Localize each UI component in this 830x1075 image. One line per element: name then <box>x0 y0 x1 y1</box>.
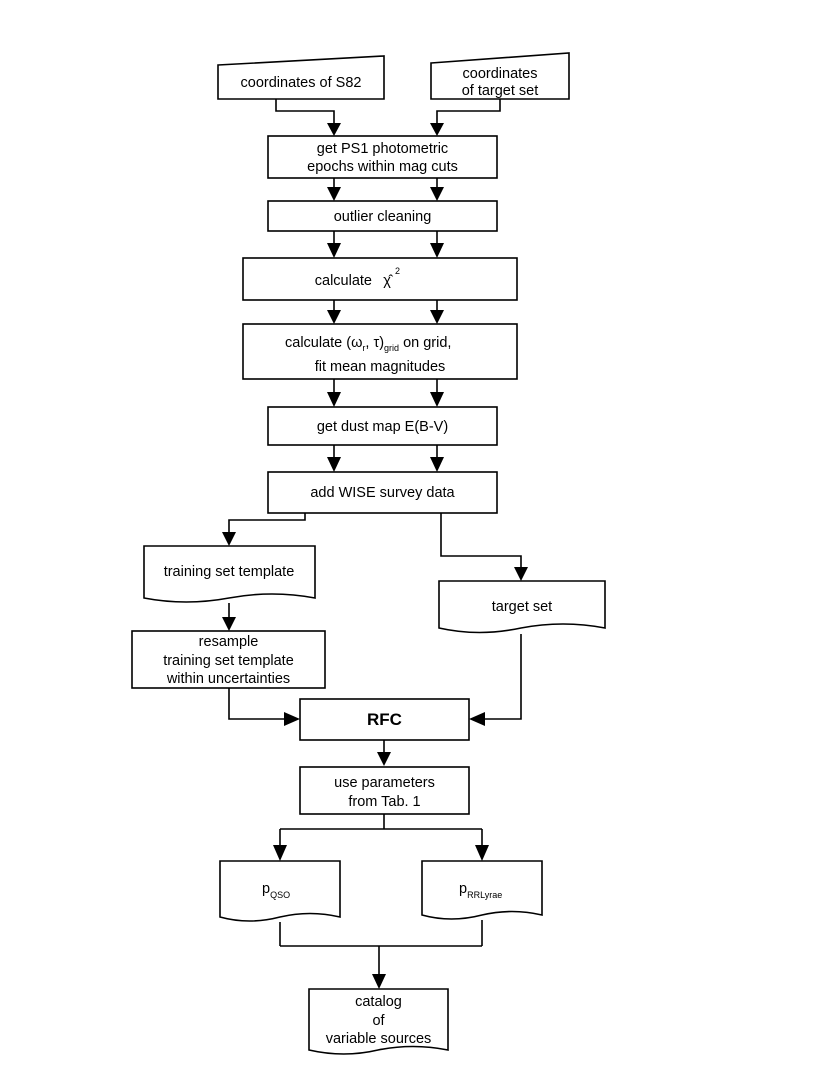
connector-rfc-to-params <box>377 740 391 766</box>
document-p-rrlyrae: pRRLyrae <box>421 860 543 920</box>
process-params-label-line1: use parameters <box>334 775 435 791</box>
input-coordinates-target-label-line1: coordinates <box>463 66 538 82</box>
document-training-set-template: training set template <box>143 545 316 603</box>
omega-suffix: on grid, <box>399 335 451 351</box>
process-dust-label: get dust map E(B-V) <box>317 419 448 435</box>
process-params-label-line2: from Tab. 1 <box>348 794 420 810</box>
document-catalog: catalog of variable sources <box>308 988 449 1055</box>
document-p-qso: pQSO <box>219 860 341 922</box>
process-calculate-chi-label: calculate <box>315 273 372 289</box>
input-coordinates-target-label-line2: of target set <box>462 83 539 99</box>
document-catalog-label-line1: catalog <box>355 994 402 1010</box>
process-calculate-omega-tau: calculate (ωr, τ)grid on grid, fit mean … <box>242 323 518 380</box>
process-wise-label: add WISE survey data <box>310 485 455 501</box>
connector-omega-to-dust <box>327 379 444 407</box>
process-get-ps1-label-line1: get PS1 photometric <box>317 141 448 157</box>
process-resample-training-set: resample training set template within un… <box>131 630 326 689</box>
process-omega-label-line1: calculate (ωr, τ)grid on grid, <box>285 335 451 353</box>
p-rrlyrae-main: p <box>459 881 467 897</box>
p-qso-subscript: QSO <box>270 890 290 900</box>
process-get-dust-map: get dust map E(B-V) <box>267 406 498 446</box>
p-qso-main: p <box>262 881 270 897</box>
process-get-ps1-epochs: get PS1 photometric epochs within mag cu… <box>267 135 498 179</box>
process-omega-label-line2: fit mean magnitudes <box>315 359 446 375</box>
connector-training-to-resample <box>222 603 236 631</box>
process-resample-label-line1: resample <box>199 634 259 650</box>
connector-chi-to-omega <box>327 300 444 324</box>
omega-tau: , τ) <box>365 335 384 351</box>
omega-prefix: calculate (ω <box>285 335 362 351</box>
document-training-label: training set template <box>164 564 295 580</box>
connector-outputs-to-catalog <box>279 920 483 989</box>
process-outlier-label: outlier cleaning <box>334 209 432 225</box>
process-use-parameters: use parameters from Tab. 1 <box>299 766 470 815</box>
chi-exponent: 2 <box>395 266 400 276</box>
connector-inputs-to-ps1 <box>275 99 501 136</box>
process-resample-label-line3: within uncertainties <box>166 671 290 687</box>
connector-ps1-to-outlier <box>327 178 444 201</box>
connector-wise-to-target <box>440 513 528 581</box>
connector-dust-to-wise <box>327 445 444 472</box>
process-calculate-chi-squared: calculate χ̂ 2 <box>242 257 518 301</box>
omega-subscript-grid: grid <box>384 343 399 353</box>
omega-subscript-r: r <box>362 343 365 353</box>
input-coordinates-s82-label: coordinates of S82 <box>241 75 362 91</box>
document-target-label: target set <box>492 599 552 615</box>
process-get-ps1-label-line2: epochs within mag cuts <box>307 159 458 175</box>
process-rfc-label: RFC <box>367 710 402 729</box>
connector-resample-to-rfc <box>228 688 300 726</box>
input-coordinates-s82: coordinates of S82 <box>217 55 385 100</box>
connector-params-to-outputs <box>273 814 489 861</box>
connector-wise-to-training <box>222 513 306 546</box>
process-add-wise-data: add WISE survey data <box>267 471 498 514</box>
connector-outlier-to-chi <box>327 231 444 258</box>
process-outlier-cleaning: outlier cleaning <box>267 200 498 232</box>
process-resample-label-line2: training set template <box>163 653 294 669</box>
connector-target-to-rfc <box>469 634 522 726</box>
p-rrlyrae-label: pRRLyrae <box>459 881 502 900</box>
chi-hat-symbol: χ̂ <box>383 273 394 289</box>
input-coordinates-target-set: coordinates of target set <box>430 52 570 100</box>
p-rrlyrae-subscript: RRLyrae <box>467 890 502 900</box>
p-qso-label: pQSO <box>262 881 290 900</box>
document-catalog-label-line3: variable sources <box>326 1031 432 1047</box>
document-target-set: target set <box>438 580 606 634</box>
process-rfc: RFC <box>299 698 470 741</box>
document-catalog-label-line2: of <box>372 1013 385 1029</box>
